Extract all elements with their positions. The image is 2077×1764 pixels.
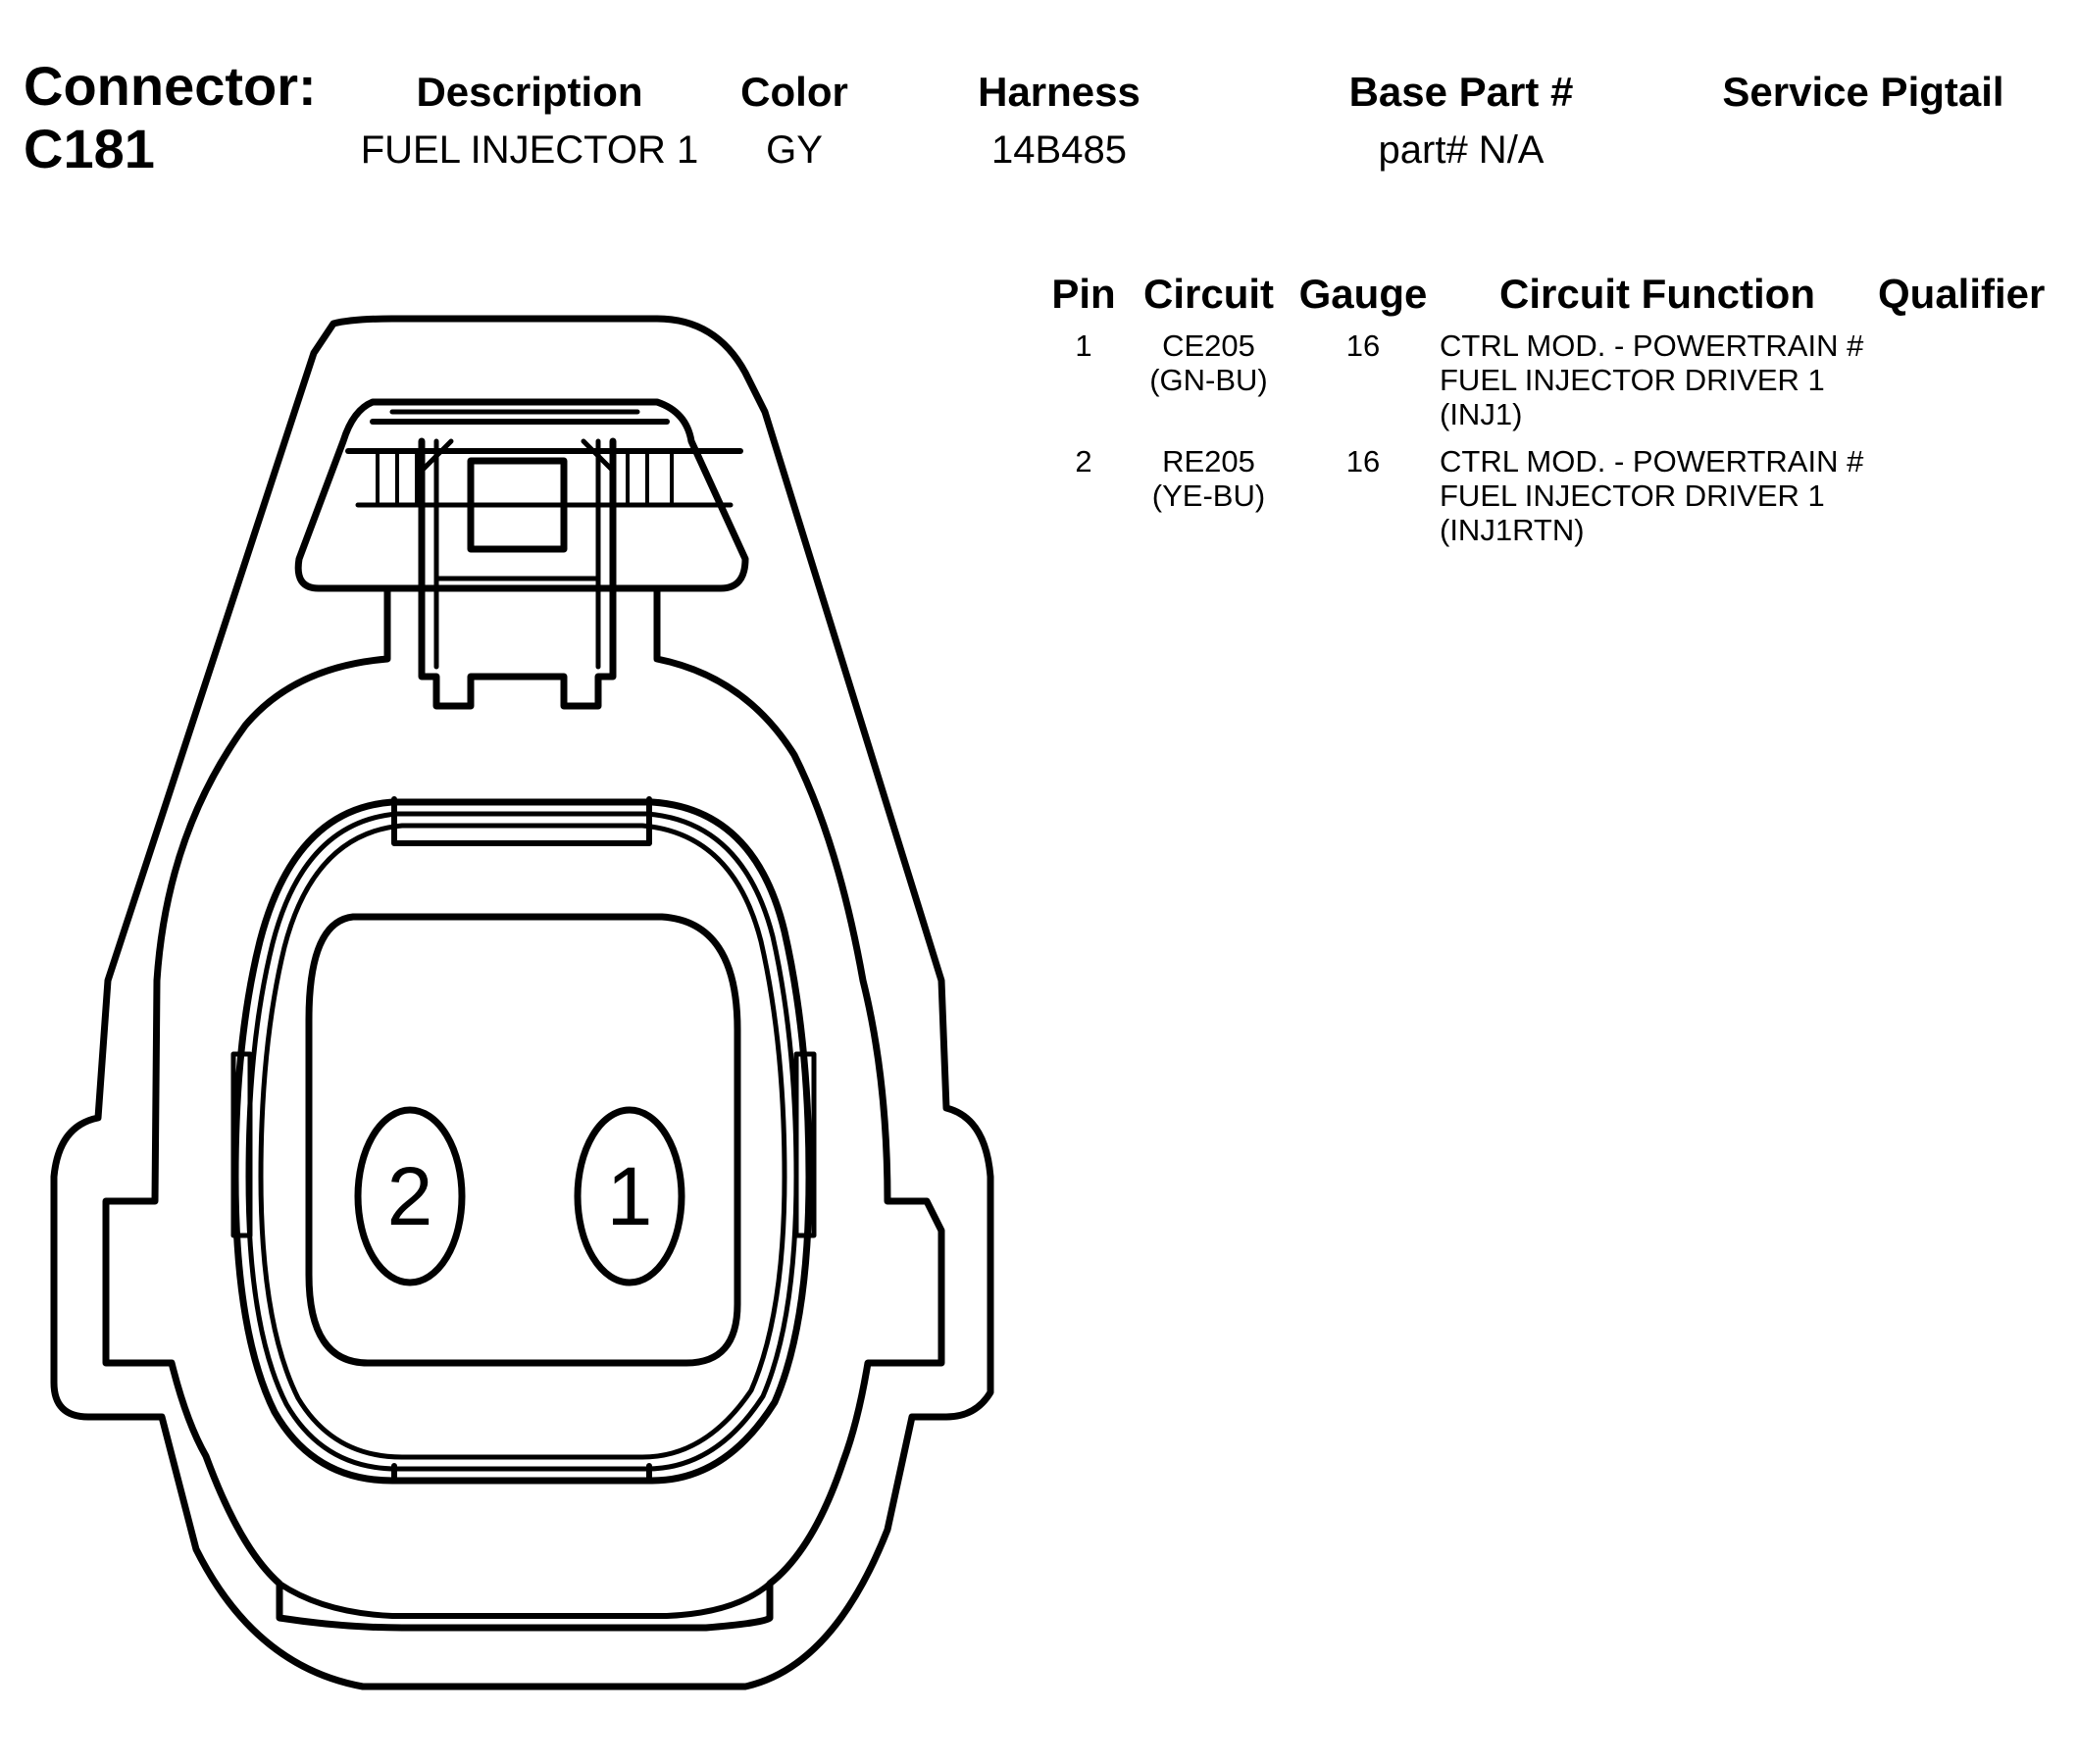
pin-2-marker (354, 1106, 466, 1286)
housing-outline (50, 315, 994, 1690)
gauge-column-header: Gauge (1298, 271, 1428, 317)
circuit-function: CTRL MOD. - POWERTRAIN # FUEL INJECTOR D… (1440, 328, 1864, 431)
harness-header: Harness (978, 69, 1140, 115)
pin-column-header: Pin (1051, 271, 1116, 317)
latch-assembly (294, 398, 749, 710)
wire-gauge: 16 (1345, 444, 1381, 479)
wire-gauge: 16 (1345, 328, 1381, 363)
circuit-id: RE205 (1162, 444, 1255, 479)
pin-1-label: 1 (606, 1150, 653, 1242)
harness-value: 14B485 (991, 128, 1127, 172)
circuit-id: CE205 (1162, 328, 1255, 363)
service-pigtail-header: Service Pigtail (1722, 69, 2004, 115)
wire-color: (YE-BU) (1151, 479, 1266, 513)
color-header: Color (740, 69, 848, 115)
wire-color: (GN-BU) (1149, 363, 1268, 397)
pin-2-label: 2 (386, 1150, 433, 1242)
seal-rings (230, 796, 817, 1485)
base-part-header: Base Part # (1348, 69, 1574, 115)
pin-1-marker (574, 1106, 685, 1286)
description-header: Description (416, 69, 643, 115)
connector-label: Connector: (24, 55, 317, 117)
pin-number: 2 (1075, 444, 1092, 479)
lower-band (277, 1581, 773, 1619)
function-column-header: Circuit Function (1499, 271, 1815, 317)
circuit-function: CTRL MOD. - POWERTRAIN # FUEL INJECTOR D… (1440, 444, 1864, 547)
pin-cavity (305, 913, 741, 1367)
circuit-column-header: Circuit (1142, 271, 1274, 317)
pin-number: 1 (1075, 328, 1092, 363)
color-value: GY (766, 128, 823, 172)
base-part-value: part# N/A (1378, 128, 1545, 172)
connector-id: C181 (24, 118, 155, 179)
housing-inner-outline (102, 584, 945, 1632)
description-value: FUEL INJECTOR 1 (360, 128, 699, 172)
qualifier-column-header: Qualifier (1878, 271, 2046, 317)
